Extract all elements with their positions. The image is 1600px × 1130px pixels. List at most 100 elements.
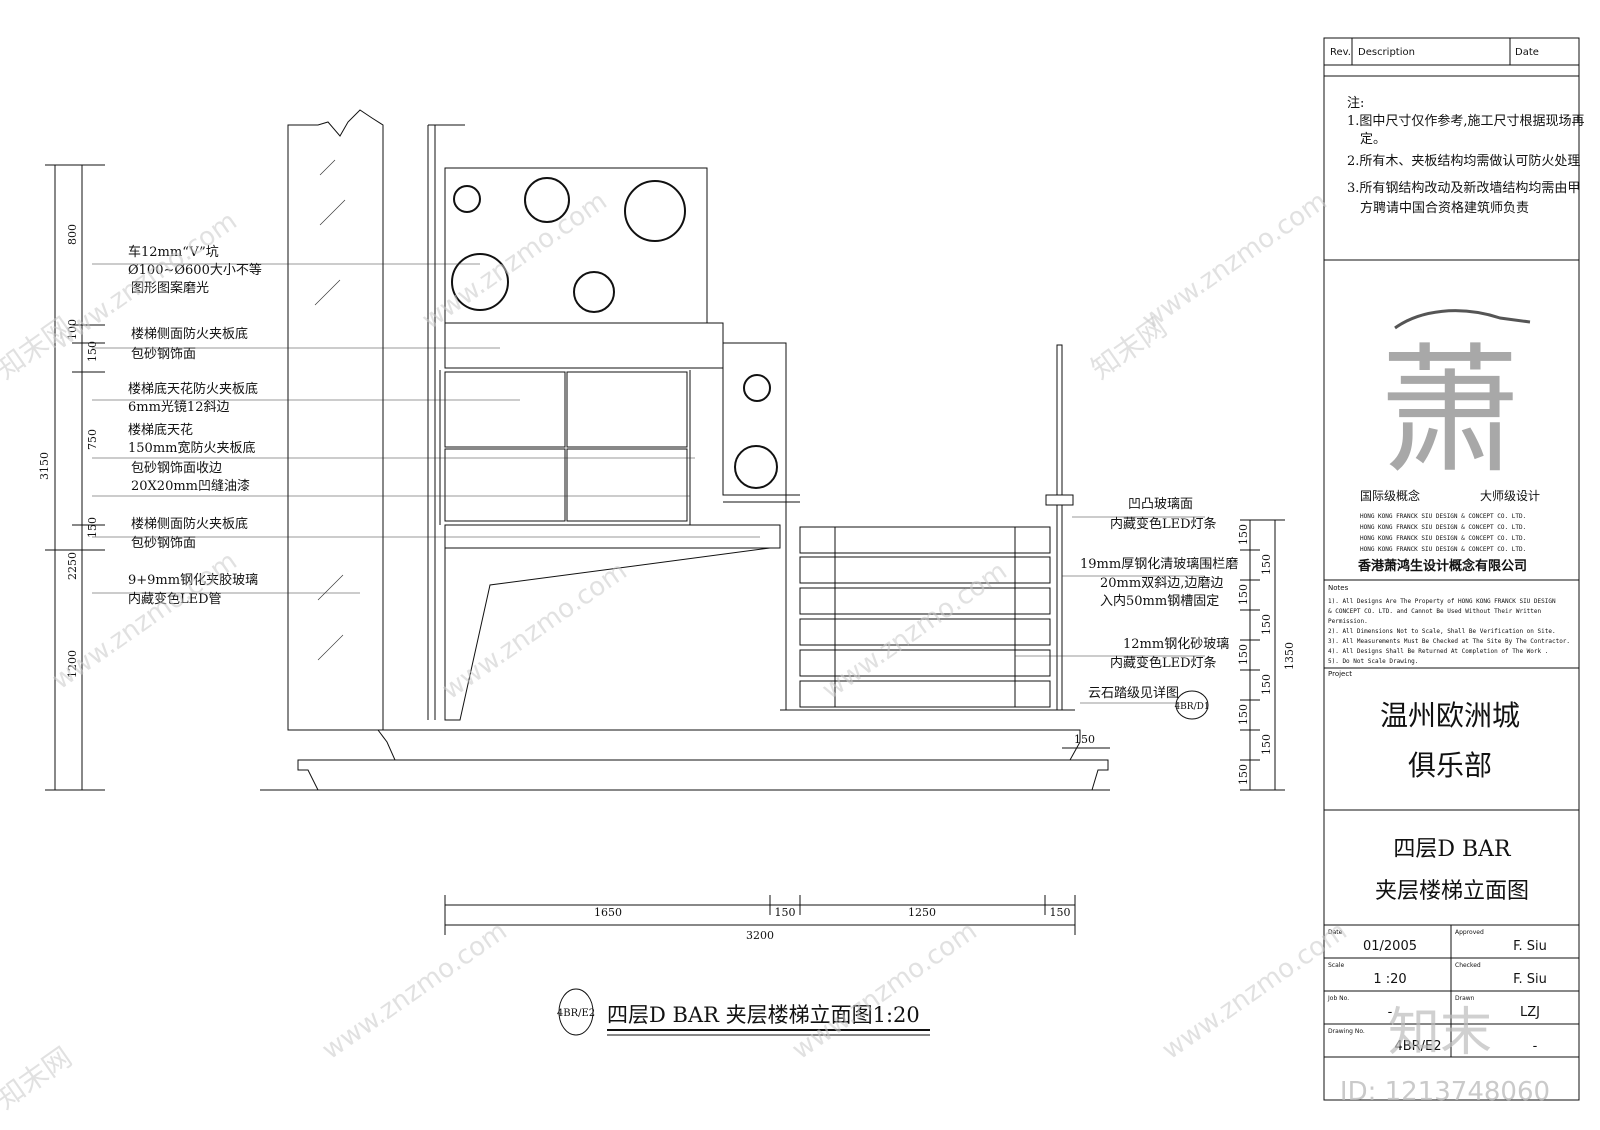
annotation-label: 20mm双斜边,边磨边 [1100,576,1223,591]
logo-mark: 萧 [1380,331,1520,494]
dim-150-step: 150 [1074,733,1095,746]
left-dimension-chain: 800 100 150 750 150 1200 3150 2250 [38,164,105,791]
annotation-label: 包砂钢饰面收边 [131,461,222,476]
annotation-label: 12mm钢化砂玻璃 [1123,637,1229,652]
dim-150: 150 [1237,704,1250,725]
drawing-title: 4BR/E2 四层D BAR 夹层楼梯立面图1:20 [557,988,930,1036]
sheet-title-line: 夹层楼梯立面图 [1375,879,1529,904]
note-en-line: 4). All Designs Shall Be Returned At Com… [1328,648,1548,655]
approved-value: F. Siu [1513,939,1547,954]
glass-steps [799,526,1051,708]
dim-1250: 1250 [908,906,936,919]
annotation-label: 楼梯底天花防火夹板底 [128,381,258,397]
right-annotations: 凹凸玻璃面 内藏变色LED灯条 19mm厚钢化清玻璃围栏磨 20mm双斜边,边磨… [1015,497,1238,749]
company-cn: 香港萧鸿生设计概念有限公司 [1357,558,1527,574]
stair-underside [444,547,771,721]
annotation-label: 车12mm“V”坑 [128,244,219,260]
dim-1650: 1650 [594,906,622,919]
drawn-value: LZJ [1520,1005,1540,1020]
watermark-url: www.znzmo.com [317,916,513,1066]
dim-150: 150 [1260,554,1273,575]
dim-150: 150 [775,906,796,919]
watermark-logo: 知末 [1388,1003,1492,1063]
watermark-id: ID: 1213748060 [1340,1077,1550,1107]
dim-800: 800 [66,224,79,245]
drawingno-label: Drawing No. [1328,1028,1365,1035]
project-name-line: 俱乐部 [1408,749,1492,782]
note-line: 1.图中尺寸仅作参考,施工尺寸根据现场再 [1347,113,1585,129]
title-tag: 4BR/E2 [557,1008,595,1019]
detail-tag: 4BR/D1 [1174,702,1209,712]
watermarks: www.znzmo.com www.znzmo.com www.znzmo.co… [0,186,1550,1116]
dim-150: 150 [1237,584,1250,605]
dim-1350: 1350 [1283,642,1296,670]
notes-en-label: Notes [1328,584,1349,592]
bottom-dimension-chain: 1650 150 1250 150 3200 [444,895,1076,942]
note-line: 2.所有木、夹板结构均需做认可防火处理 [1347,153,1580,169]
detail-tag-circle [1175,690,1209,720]
stair-elevation [260,109,1110,791]
stair-side-band-top [444,322,724,369]
annotation-label: 内藏变色LED管 [128,591,222,607]
dim-3150: 3150 [38,452,51,480]
marble-step-lower [297,759,1109,791]
note-en-line: & CONCEPT CO. LTD. and Cannot Be Used Wi… [1328,608,1542,615]
checked-label: Checked [1455,962,1481,969]
watermark-url: www.znzmo.com [817,556,1013,706]
mirror-panel [566,448,688,522]
annotation-label: 云石踏级见详图 [1088,686,1179,701]
title-tag-circle [558,988,594,1036]
title-block-frame [1323,37,1580,1101]
description-header: Description [1358,47,1415,58]
company-en: HONG KONG FRANCK SIU DESIGN & CONCEPT CO… [1360,535,1526,542]
dim-150: 150 [1260,614,1273,635]
watermark-brand: 知末网 [0,1041,78,1116]
note-en-line: Permission. [1328,618,1368,625]
annotation-label: 19mm厚钢化清玻璃围栏磨 [1080,557,1238,572]
watermark-url: www.znzmo.com [1137,186,1333,336]
watermark-brand: 知末网 [1085,311,1173,386]
annotation-label: 楼梯侧面防火夹板底 [131,326,248,342]
dim-150: 150 [1237,764,1250,785]
dim-150: 150 [1237,524,1250,545]
balustrade-post [1056,344,1063,496]
watermark-url: www.znzmo.com [1157,916,1353,1066]
watermark-url: www.znzmo.com [417,186,613,336]
dim-150: 150 [1260,734,1273,755]
drawn-label: Drawn [1455,995,1475,1002]
checked-value: F. Siu [1513,972,1547,987]
company-en: HONG KONG FRANCK SIU DESIGN & CONCEPT CO… [1360,546,1526,553]
annotation-label: 凹凸玻璃面 [1128,497,1193,512]
marble-step-upper [377,729,1081,761]
annotation-label: 6mm光镜12斜边 [128,400,229,415]
note-en-line: 2). All Dimensions Not to Scale, Shall B… [1328,628,1556,635]
wall-column [287,109,384,731]
dim-150: 150 [1237,644,1250,665]
annotation-label: 包砂钢饰面 [131,536,196,551]
title-text: 四层D BAR 夹层楼梯立面图1:20 [607,1003,920,1027]
note-en-line: 1). All Designs Are The Property of HONG… [1328,598,1556,605]
drawingno-suffix: - [1533,1039,1538,1054]
dim-100: 100 [66,319,79,340]
project-name-line: 温州欧洲城 [1380,699,1520,732]
watermark-url: www.znzmo.com [787,916,983,1066]
drawingno-value: 4BR/E2 [1394,1039,1441,1054]
approved-label: Approved [1455,929,1484,936]
annotation-label: 150mm宽防火夹板底 [128,440,255,456]
mirror-panel [444,371,566,448]
annotation-label: 包砂钢饰面 [131,347,196,362]
date-header: Date [1515,47,1539,58]
dim-150: 150 [1050,906,1071,919]
stair-side-band-bottom [444,524,781,549]
note-line: 方聘请中国合资格建筑师负责 [1360,200,1529,216]
annotation-label: Ø100~Ø600大小不等 [128,262,262,278]
slogan-right: 大师级设计 [1480,489,1540,503]
v-groove-circles [451,177,686,313]
company-en: HONG KONG FRANCK SIU DESIGN & CONCEPT CO… [1360,513,1526,520]
annotation-label: 9+9mm钢化夹胶玻璃 [128,572,258,588]
watermark-url: www.znzmo.com [437,556,633,706]
annotation-label: 楼梯侧面防火夹板底 [131,516,248,532]
date-value: 01/2005 [1363,939,1417,954]
dim-750: 750 [86,429,99,450]
